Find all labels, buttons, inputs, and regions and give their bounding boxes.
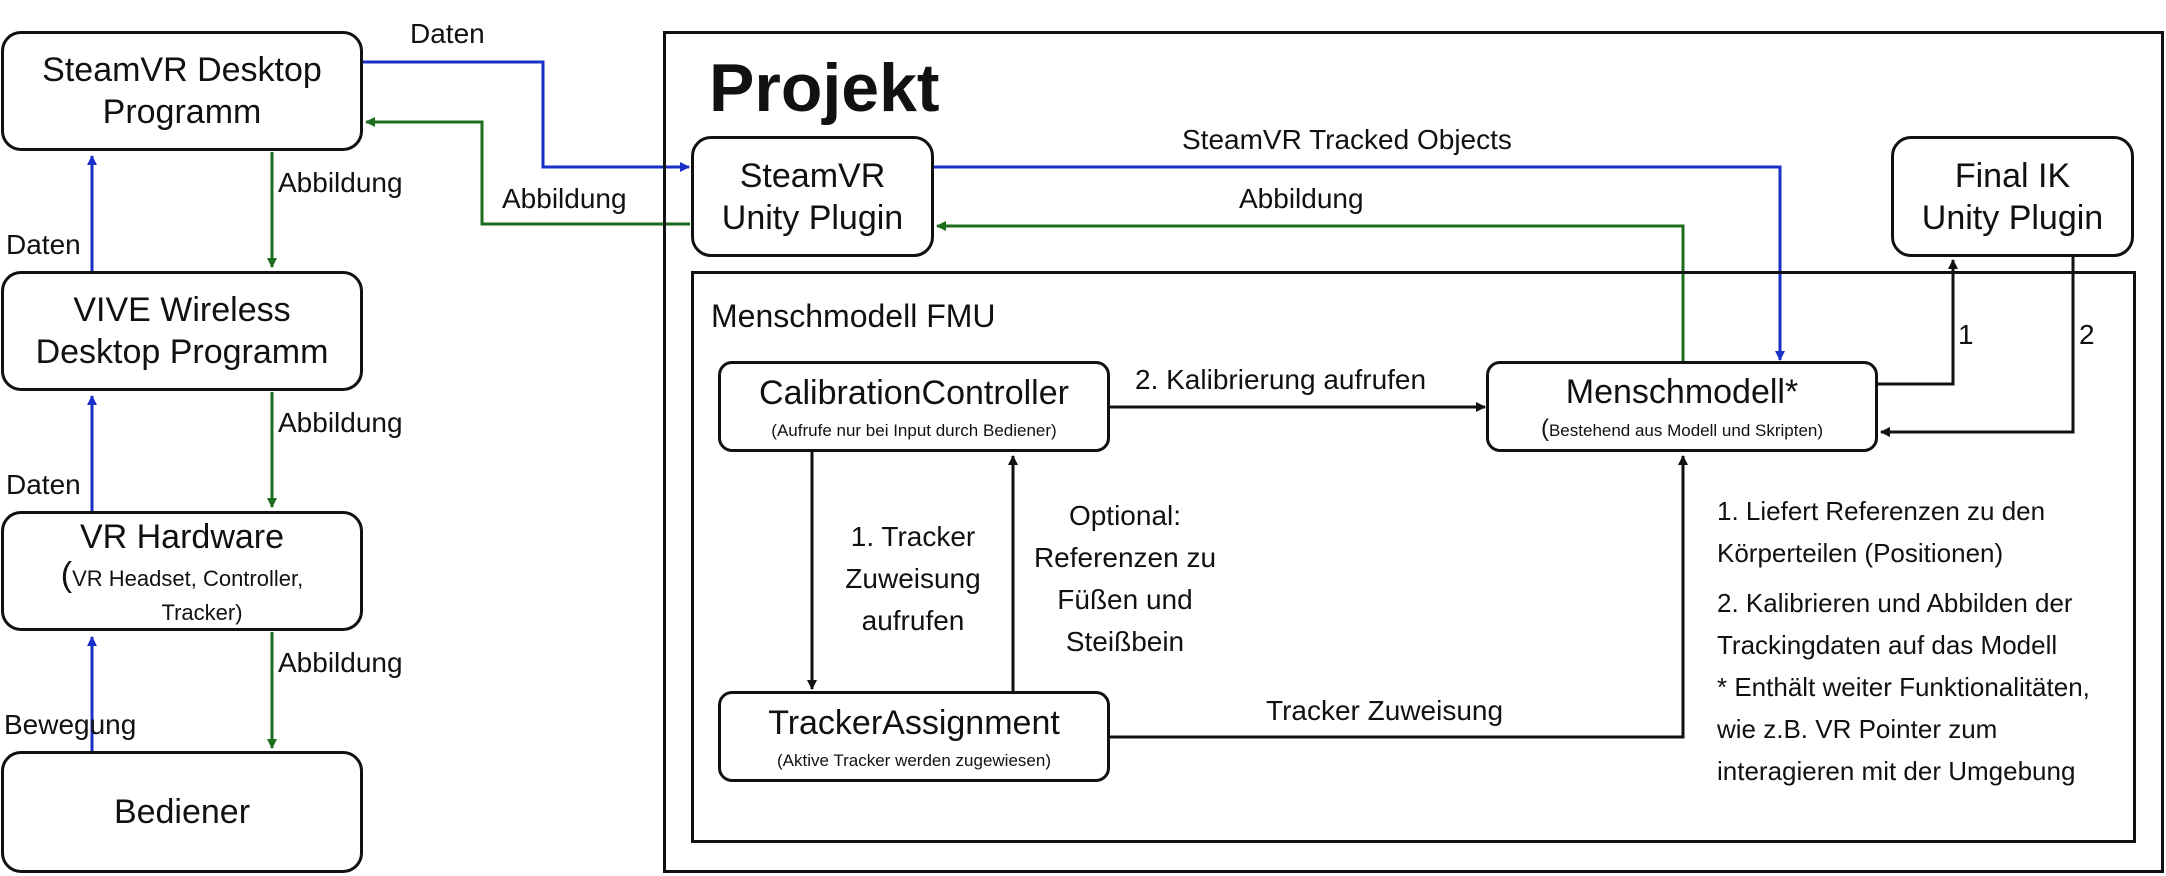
bediener-label: Bediener xyxy=(113,793,251,831)
label-tracker-call-line2: Zuweisung xyxy=(845,563,981,594)
tracker-assignment-subtitle: (Aktive Tracker werden zugewiesen) xyxy=(776,750,1051,770)
finalik-plugin-box: Final IK Unity Plugin xyxy=(1891,136,2134,257)
arrow-desktop-to-plugin-daten xyxy=(362,60,690,172)
vive-wireless-box: VIVE Wireless Desktop Programm xyxy=(1,271,363,391)
label-optional-line3: Füßen und xyxy=(1057,584,1193,615)
steamvr-plugin-line1: SteamVR xyxy=(739,156,886,195)
label-abbildung-2: Abbildung xyxy=(278,407,403,438)
note-line: wie z.B. VR Pointer zum xyxy=(1717,714,1998,744)
note-line: * Enthält weiter Funktionalitäten, xyxy=(1717,672,2090,702)
vr-hardware-detail-2: Tracker) xyxy=(161,599,243,625)
label-optional-line4: Steißbein xyxy=(1065,626,1185,657)
note-line: 1. Liefert Referenzen zu den xyxy=(1717,496,2046,526)
calibration-controller-subtitle: (Aufrufe nur bei Input durch Bediener) xyxy=(771,420,1057,440)
arrow-plugin-to-desktop-abbildung xyxy=(365,117,690,226)
steamvr-desktop-box: SteamVR Desktop Programm xyxy=(1,31,363,151)
steamvr-desktop-line1: SteamVR Desktop xyxy=(42,51,322,89)
label-optional-line2: Referenzen zu xyxy=(1033,542,1217,573)
label-tracker-call-line1: 1. Tracker xyxy=(850,521,976,552)
menschmodell-title: Menschmodell* xyxy=(1565,372,1799,411)
tracker-assignment-title: TrackerAssignment xyxy=(768,703,1060,742)
note-line: Trackingdaten auf das Modell xyxy=(1717,630,2058,660)
arrow-tracker-to-menschmodell xyxy=(1107,455,1688,739)
project-title: Projekt xyxy=(709,50,940,126)
label-optional-line1: Optional: xyxy=(1068,500,1182,531)
label-tracker-call-line3: aufrufen xyxy=(861,605,965,636)
label-kalibrierung: 2. Kalibrierung aufrufen xyxy=(1135,364,1427,395)
steamvr-plugin-line2: Unity Plugin xyxy=(721,198,904,237)
note-line: interagieren mit der Umgebung xyxy=(1717,756,2076,786)
label-daten-top: Daten xyxy=(410,18,485,49)
fmu-title: Menschmodell FMU xyxy=(711,298,996,334)
vr-hardware-title: VR Hardware xyxy=(79,517,285,556)
notes-block: 1. Liefert Referenzen zu den Körperteile… xyxy=(1717,490,2090,792)
label-daten-1: Daten xyxy=(6,229,81,260)
calibration-controller-box: CalibrationController (Aufrufe nur bei I… xyxy=(718,361,1110,452)
arrow-finalik-to-menschmodell xyxy=(1880,256,2075,437)
finalik-plugin-line1: Final IK xyxy=(1954,156,2071,195)
vr-hardware-detail: VR Headset, Controller, xyxy=(72,565,304,591)
label-tracker-call: 1. Tracker Zuweisung aufrufen xyxy=(822,516,1004,642)
bediener-box: Bediener xyxy=(1,751,363,873)
label-abbildung-plugin-desktop: Abbildung xyxy=(502,183,627,214)
menschmodell-subtitle: Bestehend aus Modell und Skripten) xyxy=(1548,420,1824,440)
calibration-controller-title: CalibrationController xyxy=(759,373,1069,412)
vive-wireless-line1: VIVE Wireless xyxy=(73,291,291,329)
label-optional: Optional: Referenzen zu Füßen und Steißb… xyxy=(1010,495,1240,663)
label-tracker-zuweisung: Tracker Zuweisung xyxy=(1266,695,1504,726)
arrow-menschmodell-to-plugin-abbildung xyxy=(936,221,1685,362)
tracker-assignment-box: TrackerAssignment (Aktive Tracker werden… xyxy=(718,691,1110,782)
label-ik-1: 1 xyxy=(1958,319,1974,350)
vr-hardware-box: VR Hardware (VR Headset, Controller, Tra… xyxy=(1,511,363,631)
label-daten-2: Daten xyxy=(6,469,81,500)
menschmodell-paren: ( xyxy=(1540,414,1549,442)
label-abbildung-1: Abbildung xyxy=(278,167,403,198)
label-ik-2: 2 xyxy=(2079,319,2095,350)
steamvr-desktop-line2: Programm xyxy=(102,93,262,131)
arrow-menschmodell-to-finalik xyxy=(1877,259,1958,386)
arrow-plugin-to-menschmodell-tracked xyxy=(932,165,1785,361)
vive-wireless-line2: Desktop Programm xyxy=(35,333,329,371)
label-abbildung-3: Abbildung xyxy=(278,647,403,678)
finalik-plugin-line2: Unity Plugin xyxy=(1921,198,2104,237)
label-tracked-objects: SteamVR Tracked Objects xyxy=(1182,124,1512,155)
vr-hardware-paren: ( xyxy=(60,555,73,594)
label-bewegung: Bewegung xyxy=(4,709,137,740)
project-frame xyxy=(663,31,2164,873)
note-line: 2. Kalibrieren und Abbilden der xyxy=(1717,588,2073,618)
fmu-frame xyxy=(691,271,2136,843)
menschmodell-box: Menschmodell* (Bestehend aus Modell und … xyxy=(1486,361,1878,452)
label-abbildung-project: Abbildung xyxy=(1239,183,1364,214)
steamvr-plugin-box: SteamVR Unity Plugin xyxy=(691,136,934,257)
note-line: Körperteilen (Positionen) xyxy=(1717,538,2004,568)
